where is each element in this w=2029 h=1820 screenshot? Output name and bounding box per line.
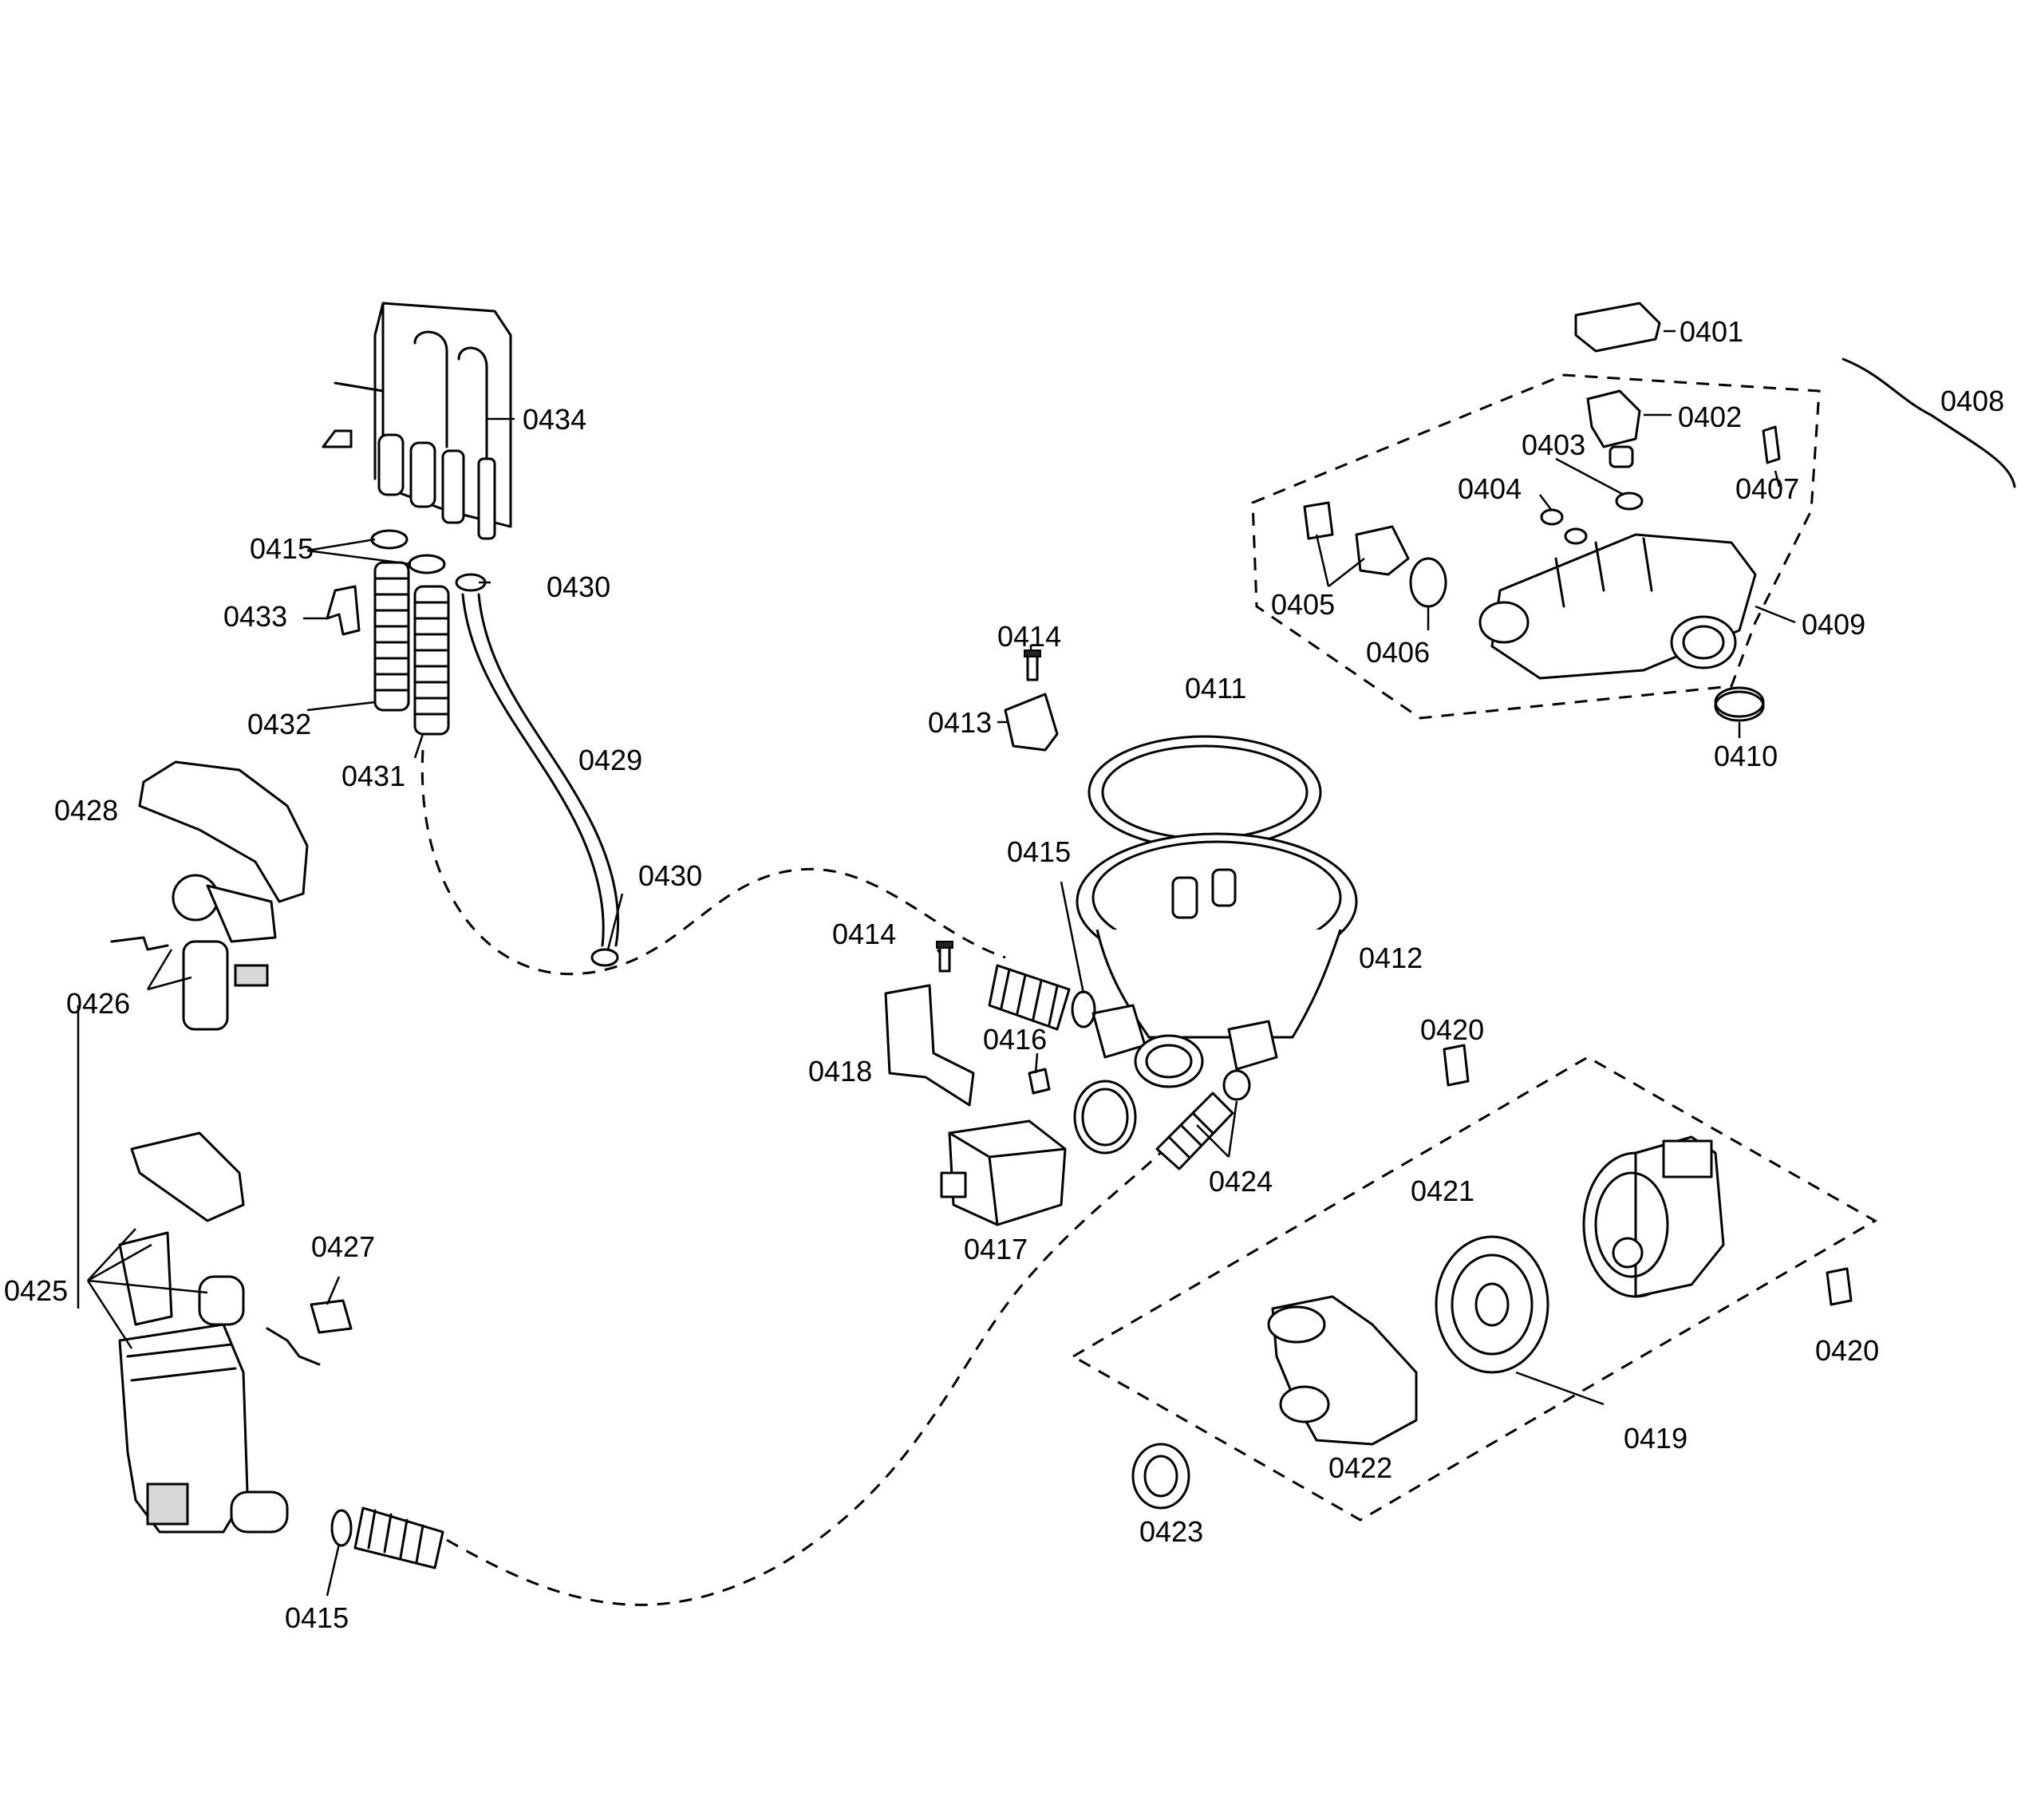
part-corrugated-tube-center [988,964,1071,1031]
callout-0429: 0429 [578,744,642,776]
part-0415-ring-b [408,554,446,574]
callout-0417: 0417 [964,1233,1028,1265]
callout-0415-top: 0415 [250,532,314,565]
part-0429-hose [461,593,605,947]
callout-0401: 0401 [1680,315,1743,348]
part-0414-screw-top [1024,649,1041,681]
callout-0405: 0405 [1271,588,1335,621]
callout-0410: 0410 [1714,740,1778,772]
part-0402-sensor [1586,389,1641,468]
callout-0402: 0402 [1678,401,1742,433]
part-0416-fitting [1028,1068,1051,1095]
part-sump-outlet-pipes [1091,1004,1278,1088]
callout-0434: 0434 [523,403,586,436]
part-0425-valve-assembly [118,1131,321,1534]
callout-0421: 0421 [1411,1175,1474,1207]
callout-0422: 0422 [1328,1451,1392,1484]
callout-0432: 0432 [247,708,311,740]
callout-0407: 0407 [1735,472,1799,505]
callout-0419: 0419 [1624,1422,1688,1455]
callout-0411: 0411 [1185,672,1246,705]
part-0434-manifold [322,302,512,540]
callout-0415-mid: 0415 [1007,835,1071,868]
part-0405-pressure-switch [1303,501,1410,576]
part-0432-corrugated-hose [373,561,410,712]
callout-0428: 0428 [54,794,118,827]
part-0424-ring [1222,1069,1251,1101]
part-0409-heater-assembly [1478,533,1757,680]
callout-0430-top: 0430 [547,570,610,603]
part-0404-ring-a [1540,508,1564,526]
callout-0418: 0418 [808,1055,872,1088]
callout-0414-mid: 0414 [832,918,896,950]
callout-0412: 0412 [1359,942,1423,974]
callout-0426: 0426 [66,987,130,1020]
part-0412-sump [1076,832,1358,1039]
callout-0433: 0433 [223,600,287,633]
part-0413-bracket [1004,693,1059,752]
part-0415-ring-mid [1071,990,1096,1028]
part-0419-pump-motor [1582,1135,1725,1298]
callout-0425: 0425 [4,1274,68,1307]
callout-0420-right: 0420 [1815,1334,1879,1367]
callout-0415-bottom: 0415 [285,1601,349,1634]
callout-0416: 0416 [983,1023,1047,1056]
callout-0403: 0403 [1522,428,1585,461]
part-0423-grommet [1131,1443,1190,1510]
callout-0431: 0431 [341,760,405,792]
part-0417-drain-pump [940,1119,1067,1226]
part-0424-tube [1155,1092,1234,1171]
hose-route-line-upper [420,749,1006,976]
part-0420-clip-top [1443,1044,1470,1087]
callout-0420-top: 0420 [1420,1013,1484,1046]
part-0428-cover [138,760,309,903]
part-sump-seal-ring [1073,1080,1137,1155]
part-0415-ring-a [370,529,409,550]
part-0410-hose-clamp [1714,686,1765,722]
callout-0424: 0424 [1209,1165,1273,1198]
callout-0423: 0423 [1139,1515,1203,1548]
part-0421-impeller-housing [1435,1235,1549,1374]
part-0431-corrugated-hose [413,585,450,736]
part-0433-clip [326,585,361,636]
part-0403-ring [1615,492,1644,511]
leader-lines [86,330,1796,1597]
part-0422-pump-housing [1267,1295,1418,1446]
part-0418-bracket [884,984,975,1107]
part-0415-ring-lower [330,1509,353,1547]
part-0408-wire [1841,357,2016,488]
callout-0408: 0408 [1940,385,2004,417]
callout-0430-mid: 0430 [638,859,702,892]
callout-0427: 0427 [311,1230,375,1263]
callout-0409: 0409 [1802,608,1865,641]
part-0406-seal [1409,557,1447,608]
part-0407-clip [1762,425,1781,464]
part-0401-cap [1574,302,1661,353]
callout-0413: 0413 [928,706,992,739]
callout-0404: 0404 [1458,472,1522,505]
part-0430-clamp-mid [590,948,619,967]
part-0420-clip-right [1826,1267,1853,1306]
part-0414-screw-mid [936,941,953,973]
assembly-0409-boundary [1251,373,1821,720]
part-0404-ring-b [1564,527,1588,545]
callout-0406: 0406 [1366,636,1430,669]
assembly-0419-boundary [1070,1056,1878,1522]
part-drain-connector-corrugated [353,1506,444,1569]
part-0426-float-switch [110,874,277,1031]
part-0411-filter-ring [1088,735,1322,850]
hose-route-line-lower [446,1139,1174,1606]
part-0427-bracket [310,1299,353,1334]
callout-0414-top: 0414 [997,620,1061,653]
